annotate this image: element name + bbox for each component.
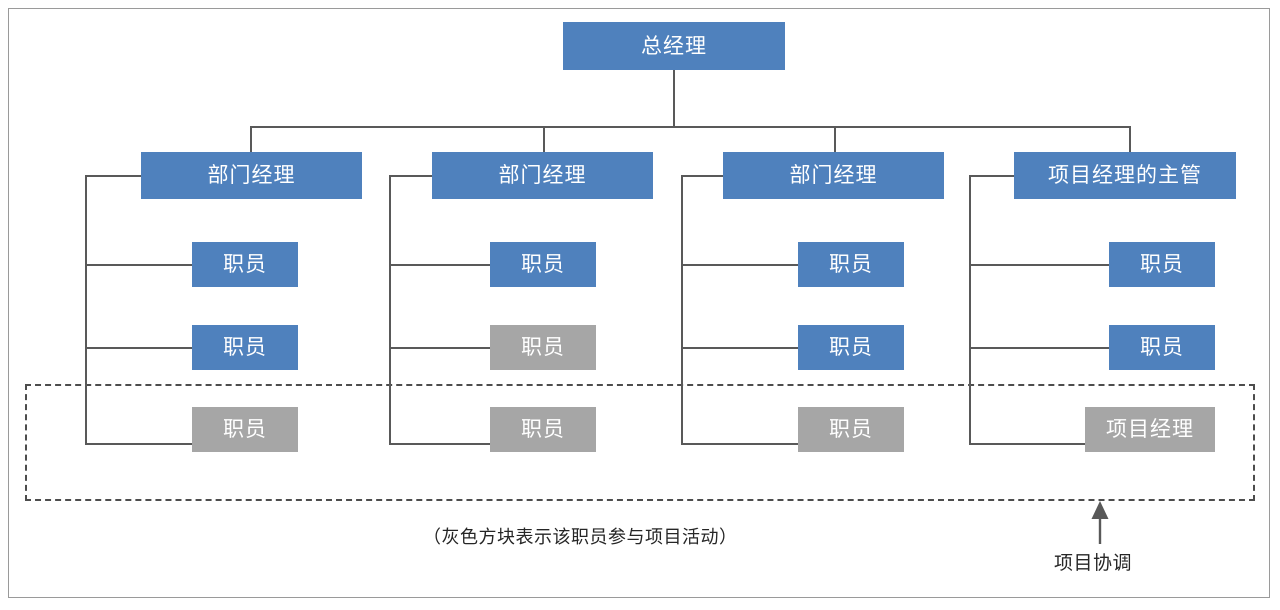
node-staff-col2-row3[interactable]: 职员 — [490, 407, 596, 452]
node-staff-col3-row1[interactable]: 职员 — [798, 242, 904, 287]
node-staff-col1-row1[interactable]: 职员 — [192, 242, 298, 287]
node-manager-col1[interactable]: 部门经理 — [141, 152, 362, 199]
node-staff-col2-row1[interactable]: 职员 — [490, 242, 596, 287]
connector-col4-spine — [969, 175, 971, 444]
connector-col2-manager-stub — [389, 175, 434, 177]
node-manager-col3[interactable]: 部门经理 — [723, 152, 944, 199]
node-label: 职员 — [223, 253, 267, 276]
node-label: 项目经理 — [1106, 418, 1194, 441]
project-boundary-box — [25, 384, 1255, 501]
connector-col2-branch3 — [389, 443, 492, 445]
node-staff-col3-row2[interactable]: 职员 — [798, 325, 904, 370]
node-label: 职员 — [1140, 253, 1184, 276]
connector-col3-manager-stub — [681, 175, 725, 177]
node-staff-col2-row2[interactable]: 职员 — [490, 325, 596, 370]
figure-caption: （灰色方块表示该职员参与项目活动） — [423, 527, 738, 547]
connector-col3-branch3 — [681, 443, 800, 445]
connector-drop-col4 — [1129, 126, 1131, 152]
node-staff-col1-row2[interactable]: 职员 — [192, 325, 298, 370]
node-label: 部门经理 — [498, 164, 587, 187]
node-label: 职员 — [521, 253, 565, 276]
node-label: 职员 — [521, 418, 565, 441]
node-staff-col4-row2[interactable]: 职员 — [1109, 325, 1215, 370]
node-label: 职员 — [829, 253, 873, 276]
node-staff-col4-row1[interactable]: 职员 — [1109, 242, 1215, 287]
node-project-manager[interactable]: 项目经理 — [1085, 407, 1215, 452]
node-label: 部门经理 — [207, 164, 296, 187]
connector-col3-branch2 — [681, 347, 800, 349]
node-label: 职员 — [1140, 336, 1184, 359]
node-label: 职员 — [829, 418, 873, 441]
connector-col1-spine — [85, 175, 87, 444]
node-general-manager[interactable]: 总经理 — [563, 22, 785, 70]
node-label: 总经理 — [641, 34, 707, 58]
connector-col1-branch2 — [85, 347, 194, 349]
node-label: 职员 — [829, 336, 873, 359]
annotation-project-coordination: 项目协调 — [1054, 553, 1133, 574]
connector-drop-col2 — [543, 126, 545, 152]
connector-col2-branch2 — [389, 347, 492, 349]
connector-gm-drop — [673, 70, 675, 127]
connector-col3-spine — [681, 175, 683, 444]
connector-col1-branch1 — [85, 264, 194, 266]
node-manager-col2[interactable]: 部门经理 — [432, 152, 653, 199]
connector-col4-branch3 — [969, 443, 1111, 445]
connector-col1-branch3 — [85, 443, 194, 445]
connector-col1-manager-stub — [85, 175, 143, 177]
connector-col4-manager-stub — [969, 175, 1016, 177]
connector-drop-col1 — [250, 126, 252, 152]
node-manager-col4[interactable]: 项目经理的主管 — [1014, 152, 1236, 199]
connector-col4-branch1 — [969, 264, 1111, 266]
node-label: 项目经理的主管 — [1048, 164, 1202, 187]
connector-drop-col3 — [834, 126, 836, 152]
node-staff-col3-row3[interactable]: 职员 — [798, 407, 904, 452]
connector-col4-branch2 — [969, 347, 1111, 349]
connector-manager-bus — [250, 126, 1130, 128]
connector-col2-branch1 — [389, 264, 492, 266]
arrow-up-icon — [1091, 501, 1109, 544]
node-staff-col1-row3[interactable]: 职员 — [192, 407, 298, 452]
node-label: 职员 — [521, 336, 565, 359]
node-label: 职员 — [223, 336, 267, 359]
figure-border — [8, 8, 1270, 598]
node-label: 部门经理 — [789, 164, 878, 187]
connector-col3-branch1 — [681, 264, 800, 266]
node-label: 职员 — [223, 418, 267, 441]
connector-col2-spine — [389, 175, 391, 444]
